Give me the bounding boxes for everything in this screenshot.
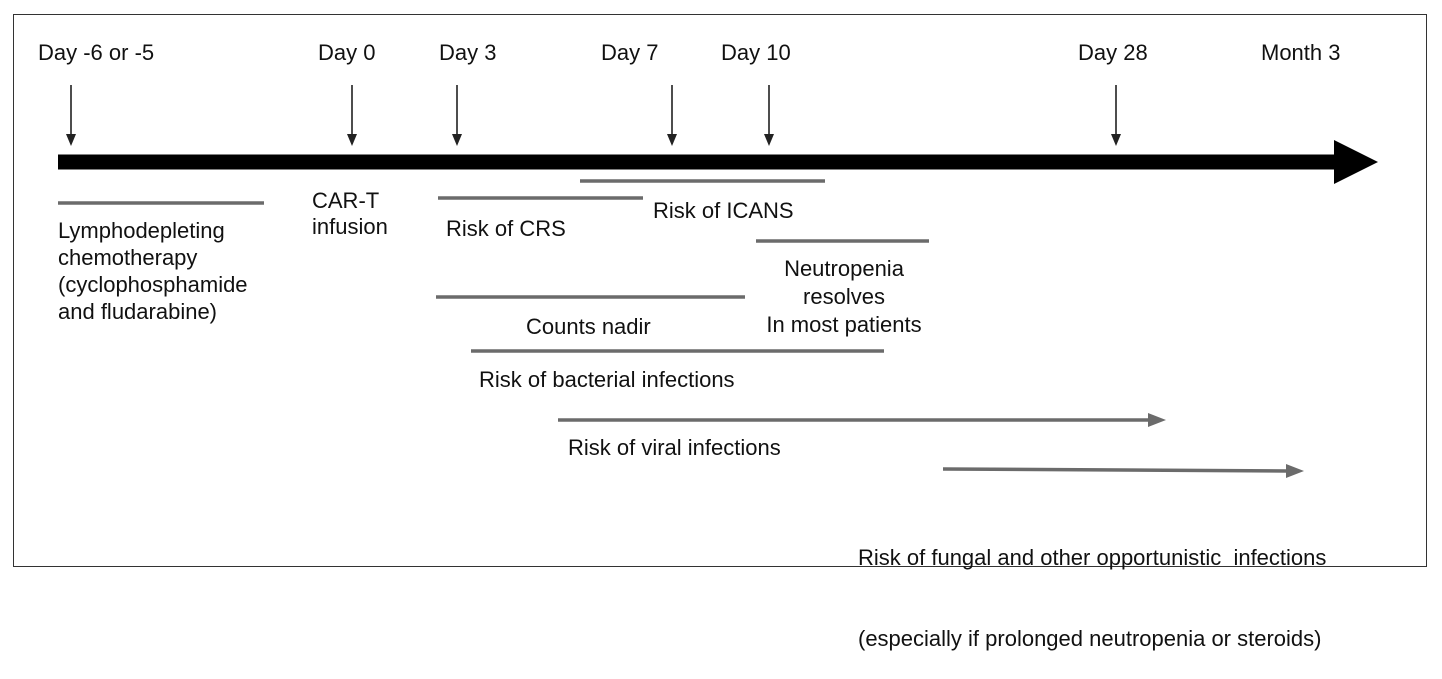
label-fungal: Risk of fungal and other opportunistic i…	[858, 545, 1327, 651]
tick-day-0	[347, 85, 357, 146]
diagram-frame	[13, 14, 1427, 567]
label-bacterial: Risk of bacterial infections	[479, 367, 735, 392]
day-label-7: Day 7	[601, 40, 659, 65]
label-nadir: Counts nadir	[526, 314, 651, 339]
label-crs: Risk of CRS	[446, 216, 566, 241]
tick-day-3	[452, 85, 462, 146]
month-label-3: Month 3	[1261, 40, 1341, 65]
label-neutropenia: Neutropenia resolves In most patients	[766, 256, 922, 337]
day-label-10: Day 10	[721, 40, 791, 65]
bar-fungal	[942, 467, 1289, 473]
tick-day-7	[667, 85, 677, 146]
tick-day-28	[1111, 85, 1121, 146]
timeline-axis-arrowhead	[1334, 140, 1378, 184]
day-label-28: Day 28	[1078, 40, 1148, 65]
bar-fungal-arrowhead	[1286, 464, 1304, 478]
tick-day-10	[764, 85, 774, 146]
day-label-3: Day 3	[439, 40, 497, 65]
timeline-diagram	[58, 85, 1378, 478]
label-icans: Risk of ICANS	[653, 198, 794, 223]
tick-day-minus6	[66, 85, 76, 146]
label-infusion: CAR-T infusion	[312, 188, 388, 239]
label-viral: Risk of viral infections	[568, 435, 781, 460]
day-label-minus6: Day -6 or -5	[38, 40, 155, 65]
day-ticks	[66, 85, 1121, 146]
day-label-0: Day 0	[318, 40, 376, 65]
label-lymphodepletion: Lymphodepleting chemotherapy (cyclophosp…	[58, 218, 248, 324]
period-bars	[58, 179, 1289, 473]
bar-viral-arrowhead	[1148, 413, 1166, 427]
